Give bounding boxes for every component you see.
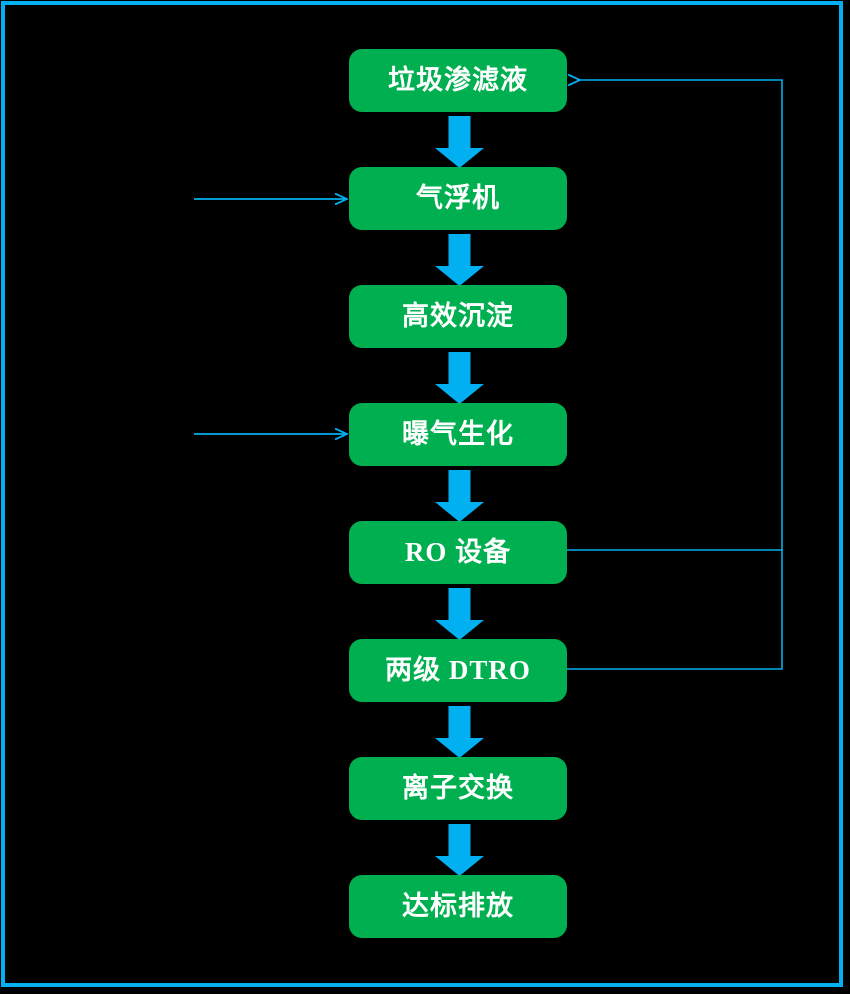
node-sediment-label: 高效沉淀 — [402, 301, 514, 331]
recycle-dtro-to-leachate — [567, 80, 783, 670]
node-flotation-label: 气浮机 — [416, 183, 500, 213]
arrow-sediment-aeration — [434, 352, 485, 405]
node-aeration[interactable]: 曝气生化 — [349, 403, 567, 466]
arrow-flotation-sediment — [434, 234, 485, 287]
node-dtro[interactable]: 两级 DTRO — [349, 639, 567, 702]
node-dtro-label: 两级 DTRO — [385, 655, 531, 685]
node-ion-exchange-label: 离子交换 — [402, 773, 514, 803]
arrow-ion-discharge — [434, 824, 485, 877]
node-aeration-label: 曝气生化 — [402, 419, 514, 449]
node-leachate[interactable]: 垃圾渗滤液 — [349, 49, 567, 112]
node-discharge[interactable]: 达标排放 — [349, 875, 567, 938]
arrow-ro-dtro — [434, 588, 485, 641]
node-ion-exchange[interactable]: 离子交换 — [349, 757, 567, 820]
node-flotation[interactable]: 气浮机 — [349, 167, 567, 230]
arrow-dtro-ion — [434, 706, 485, 759]
node-leachate-label: 垃圾渗滤液 — [388, 65, 528, 95]
node-discharge-label: 达标排放 — [402, 891, 514, 921]
node-ro-label: RO 设备 — [404, 537, 512, 567]
node-ro[interactable]: RO 设备 — [349, 521, 567, 584]
arrow-aeration-ro — [434, 470, 485, 523]
arrow-leachate-flotation — [434, 116, 485, 169]
node-sediment[interactable]: 高效沉淀 — [349, 285, 567, 348]
